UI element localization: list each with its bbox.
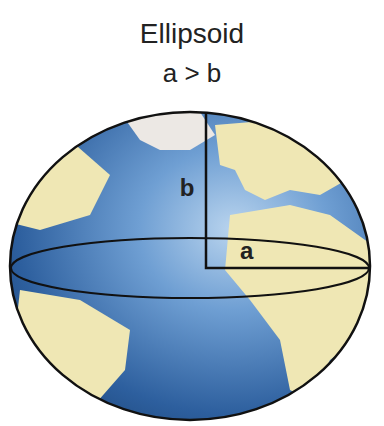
globe-outline [10, 112, 370, 420]
condition-label: a > b [163, 60, 222, 86]
globe-land [0, 112, 372, 426]
diagram-title: Ellipsoid [140, 20, 244, 48]
axis-label: b [180, 176, 195, 200]
axis-lines [206, 112, 370, 268]
axis-label: a [240, 239, 253, 263]
